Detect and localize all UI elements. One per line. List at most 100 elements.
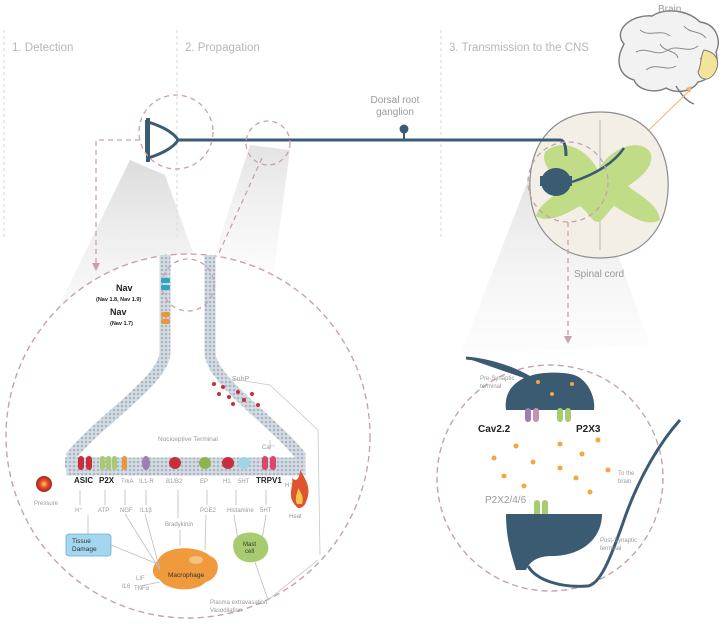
heat-label: Heat — [289, 514, 302, 520]
p2x-channel-c — [112, 456, 117, 470]
p2x246-channel-b — [542, 500, 548, 516]
propagation-zoom-circle — [245, 120, 291, 166]
5ht-receptor — [238, 457, 250, 469]
ligand-arrows — [79, 440, 271, 518]
nav17-channel-bottom — [161, 319, 170, 324]
h-plus-trpv1-label: H⁺ — [285, 482, 293, 489]
subp-label: SubP — [232, 376, 249, 383]
tissue-damage-label-line2: Damage — [72, 546, 97, 553]
trpv1-label: TRPV1 — [256, 476, 282, 485]
trpv1-channel-b — [270, 456, 276, 470]
p2x246-label: P2X2/4/6 — [485, 495, 527, 506]
macrophage-nucleus — [189, 556, 203, 564]
ligand-h-plus: H⁺ — [75, 507, 83, 514]
pre-synaptic-terminal — [466, 358, 595, 410]
cytokine-il6: IL6 — [122, 584, 131, 590]
stage-dividers — [3, 30, 442, 240]
transmission-cone — [460, 150, 650, 355]
pre-synaptic-axon — [465, 356, 531, 380]
post-synaptic-label-line1: Post-Synaptic — [600, 538, 637, 544]
p2x3-channel-b — [565, 408, 571, 422]
mast-cell-label-line2: cell — [245, 549, 254, 555]
ligand-ngf: NGF — [120, 508, 133, 514]
5ht-receptor-label: 5HT — [238, 479, 250, 485]
heat-flame-icon — [290, 470, 309, 509]
macrophage-label: Macrophage — [168, 572, 205, 579]
membrane-zoom-circle — [161, 258, 215, 312]
cav22-channel-a — [525, 408, 531, 422]
synaptic-vesicles — [491, 380, 611, 495]
pressure-icon — [36, 476, 52, 492]
p2x3-label: P2X3 — [576, 424, 601, 435]
ep-receptor — [199, 457, 211, 469]
receptor-row — [78, 456, 276, 470]
b1b2-receptor — [169, 457, 181, 469]
ligand-histamine: Histamine — [227, 508, 254, 514]
cav22-label: Cav2.2 — [478, 424, 511, 435]
tissue-damage-label-line1: Tissue — [72, 538, 91, 545]
post-synaptic-axon — [526, 418, 682, 588]
zoom-leaders — [95, 139, 569, 338]
brain-label: Brain — [658, 4, 681, 15]
h1-label: H1 — [223, 479, 231, 485]
trpv1-channel-a — [262, 456, 268, 470]
ligand-labels: H⁺ ATP NGF IL1β Bradykinin PGE2 Histamin… — [75, 507, 272, 528]
trka-label: TrkA — [121, 479, 133, 485]
plasma-label-line2: Vasodilation — [210, 608, 242, 614]
to-brain-label-line2: brain — [618, 479, 631, 485]
transmission-zoom-circle — [527, 141, 609, 223]
plasma-label-line1: Plasma extravasation — [210, 600, 267, 606]
b1b2-label: B1/B2 — [166, 479, 183, 485]
cell-arrows — [87, 513, 319, 601]
il1r-label: IL1-R — [139, 479, 154, 485]
nav-bottom-sublabel: (Nav 1.7) — [110, 321, 133, 327]
brain-pathway-arrowhead — [686, 86, 692, 93]
drg-label-line2: ganglion — [376, 107, 414, 118]
p2x3-channel-a — [557, 408, 563, 422]
nav-top-label: Nav — [116, 283, 133, 293]
subp-vesicles — [212, 382, 260, 407]
asic-channel-b — [86, 456, 92, 470]
nav18-channel-top — [161, 278, 170, 283]
ligand-pge2: PGE2 — [200, 508, 217, 514]
pre-synaptic-label-line2: terminal — [480, 384, 501, 390]
nociceptor-terminal-zoom — [5, 253, 371, 619]
ligand-il1b: IL1β — [140, 508, 152, 514]
spinal-cord-label: Spinal cord — [574, 269, 624, 280]
brain-illustration — [618, 10, 719, 105]
leader-arrow-detection — [92, 263, 100, 271]
p2x246-channel-a — [534, 500, 540, 516]
il1r-receptor — [142, 456, 150, 470]
post-synaptic-label-line2: terminal — [600, 546, 621, 552]
h1-receptor — [222, 457, 234, 469]
cav22-channel-b — [533, 408, 539, 422]
ca2-label: Ca²⁺ — [262, 444, 275, 451]
nav-top-sublabel: (Nav 1.8, Nav 1.9) — [96, 297, 141, 303]
ligand-5ht: 5HT — [260, 508, 272, 514]
leader-arrow-transmission — [564, 336, 572, 344]
trka-receptor — [122, 456, 127, 470]
p2x-channel-a — [100, 456, 105, 470]
nociceptive-terminal-label: Nociceptive Terminal — [158, 436, 218, 443]
stage-title-transmission: 3. Transmission to the CNS — [449, 42, 589, 54]
to-brain-label-line1: To the — [618, 471, 635, 477]
nav18-channel-bottom — [161, 285, 170, 290]
stage-title-propagation: 2. Propagation — [185, 42, 260, 54]
pre-synaptic-label-line1: Pre-Synaptic — [480, 376, 514, 382]
stage-title-detection: 1. Detection — [12, 42, 73, 54]
pressure-label: Pressure — [34, 501, 59, 507]
nav-bottom-label: Nav — [110, 307, 127, 317]
p2x-label: P2X — [99, 476, 115, 485]
ep-label: EP — [200, 479, 208, 485]
asic-label: ASIC — [74, 476, 93, 485]
asic-channel-a — [78, 456, 84, 470]
cytokine-lif: LIF — [136, 576, 145, 582]
post-synaptic-terminal — [506, 514, 602, 570]
detection-zoom-circle — [138, 94, 214, 170]
synapse-zoom — [436, 364, 664, 592]
cytokine-tnfa: TNFα — [134, 586, 150, 592]
nav17-channel-top — [161, 312, 170, 317]
ligand-bradykinin: Bradykinin — [165, 522, 193, 528]
drg-label-line1: Dorsal root — [371, 95, 420, 106]
